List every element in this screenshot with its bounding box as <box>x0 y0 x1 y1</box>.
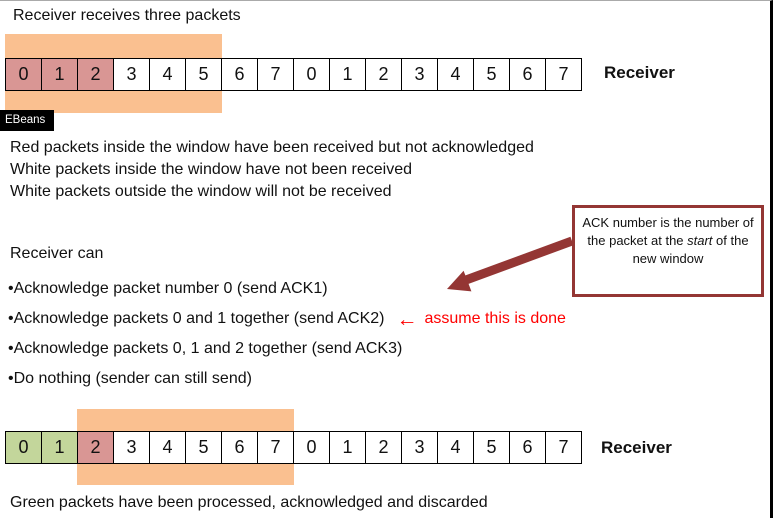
note-line: Red packets inside the window have been … <box>10 139 534 156</box>
packet-cell-6: 6 <box>221 431 258 464</box>
packet-cell-2: 2 <box>77 58 114 91</box>
callout-text-before: ACK number is the number of the packet a… <box>582 215 754 249</box>
packet-cell-6: 6 <box>509 58 546 91</box>
bullet-text: •Acknowledge packets 0, 1 and 2 together… <box>8 340 403 357</box>
ack-callout-box: ACK number is the number of the packet a… <box>572 205 764 297</box>
taskbar-tooltip: EBeans <box>0 110 55 131</box>
packet-cell-5: 5 <box>185 58 222 91</box>
bullet-item: •Acknowledge packets 0 and 1 together (s… <box>8 304 566 334</box>
bullet-text: •Do nothing (sender can still send) <box>8 370 252 387</box>
packet-cell-2: 2 <box>365 431 402 464</box>
slide-title: Receiver receives three packets <box>13 7 241 24</box>
note-line: White packets outside the window will no… <box>10 183 392 200</box>
callout-text-after: of the new window <box>632 233 749 267</box>
packet-cell-6: 6 <box>221 58 258 91</box>
bullet-item: •Acknowledge packet number 0 (send ACK1) <box>8 274 566 304</box>
packet-cell-0: 0 <box>5 431 42 464</box>
receiver-label-top: Receiver <box>604 63 675 82</box>
packet-cell-7: 7 <box>545 58 582 91</box>
bullet-list: •Acknowledge packet number 0 (send ACK1)… <box>8 274 566 394</box>
packet-cell-2: 2 <box>365 58 402 91</box>
packet-cell-0: 0 <box>293 431 330 464</box>
left-arrow-icon: ← <box>396 307 418 331</box>
packet-cell-2: 2 <box>77 431 114 464</box>
receiver-label-bottom: Receiver <box>601 438 672 457</box>
bottom-note: Green packets have been processed, ackno… <box>10 494 488 511</box>
note-line: White packets inside the window have not… <box>10 161 413 178</box>
callout-text-italic: start <box>687 233 713 249</box>
packet-cell-1: 1 <box>329 58 366 91</box>
packet-cell-6: 6 <box>509 431 546 464</box>
packet-cell-3: 3 <box>113 58 150 91</box>
packet-cell-7: 7 <box>545 431 582 464</box>
packet-cell-5: 5 <box>473 431 510 464</box>
notes-top: Red packets inside the window have been … <box>10 137 534 203</box>
bullet-item: •Do nothing (sender can still send) <box>8 364 566 394</box>
packet-cell-0: 0 <box>5 58 42 91</box>
packet-cell-5: 5 <box>473 58 510 91</box>
packet-cell-3: 3 <box>113 431 150 464</box>
bullet-annotation: assume this is done <box>424 310 566 327</box>
packet-cell-3: 3 <box>401 431 438 464</box>
packet-cell-4: 4 <box>149 58 186 91</box>
packet-cell-7: 7 <box>257 431 294 464</box>
packet-cell-7: 7 <box>257 58 294 91</box>
bullet-text: •Acknowledge packets 0 and 1 together (s… <box>8 310 385 327</box>
section-heading: Receiver can <box>10 245 104 262</box>
packet-cell-4: 4 <box>149 431 186 464</box>
bullet-item: •Acknowledge packets 0, 1 and 2 together… <box>8 334 566 364</box>
packet-cell-4: 4 <box>437 431 474 464</box>
packet-cell-1: 1 <box>329 431 366 464</box>
packet-cell-1: 1 <box>41 58 78 91</box>
packet-cell-3: 3 <box>401 58 438 91</box>
packet-cell-1: 1 <box>41 431 78 464</box>
packet-cell-0: 0 <box>293 58 330 91</box>
bullet-text: •Acknowledge packet number 0 (send ACK1) <box>8 280 328 297</box>
packet-cell-5: 5 <box>185 431 222 464</box>
packet-cell-4: 4 <box>437 58 474 91</box>
